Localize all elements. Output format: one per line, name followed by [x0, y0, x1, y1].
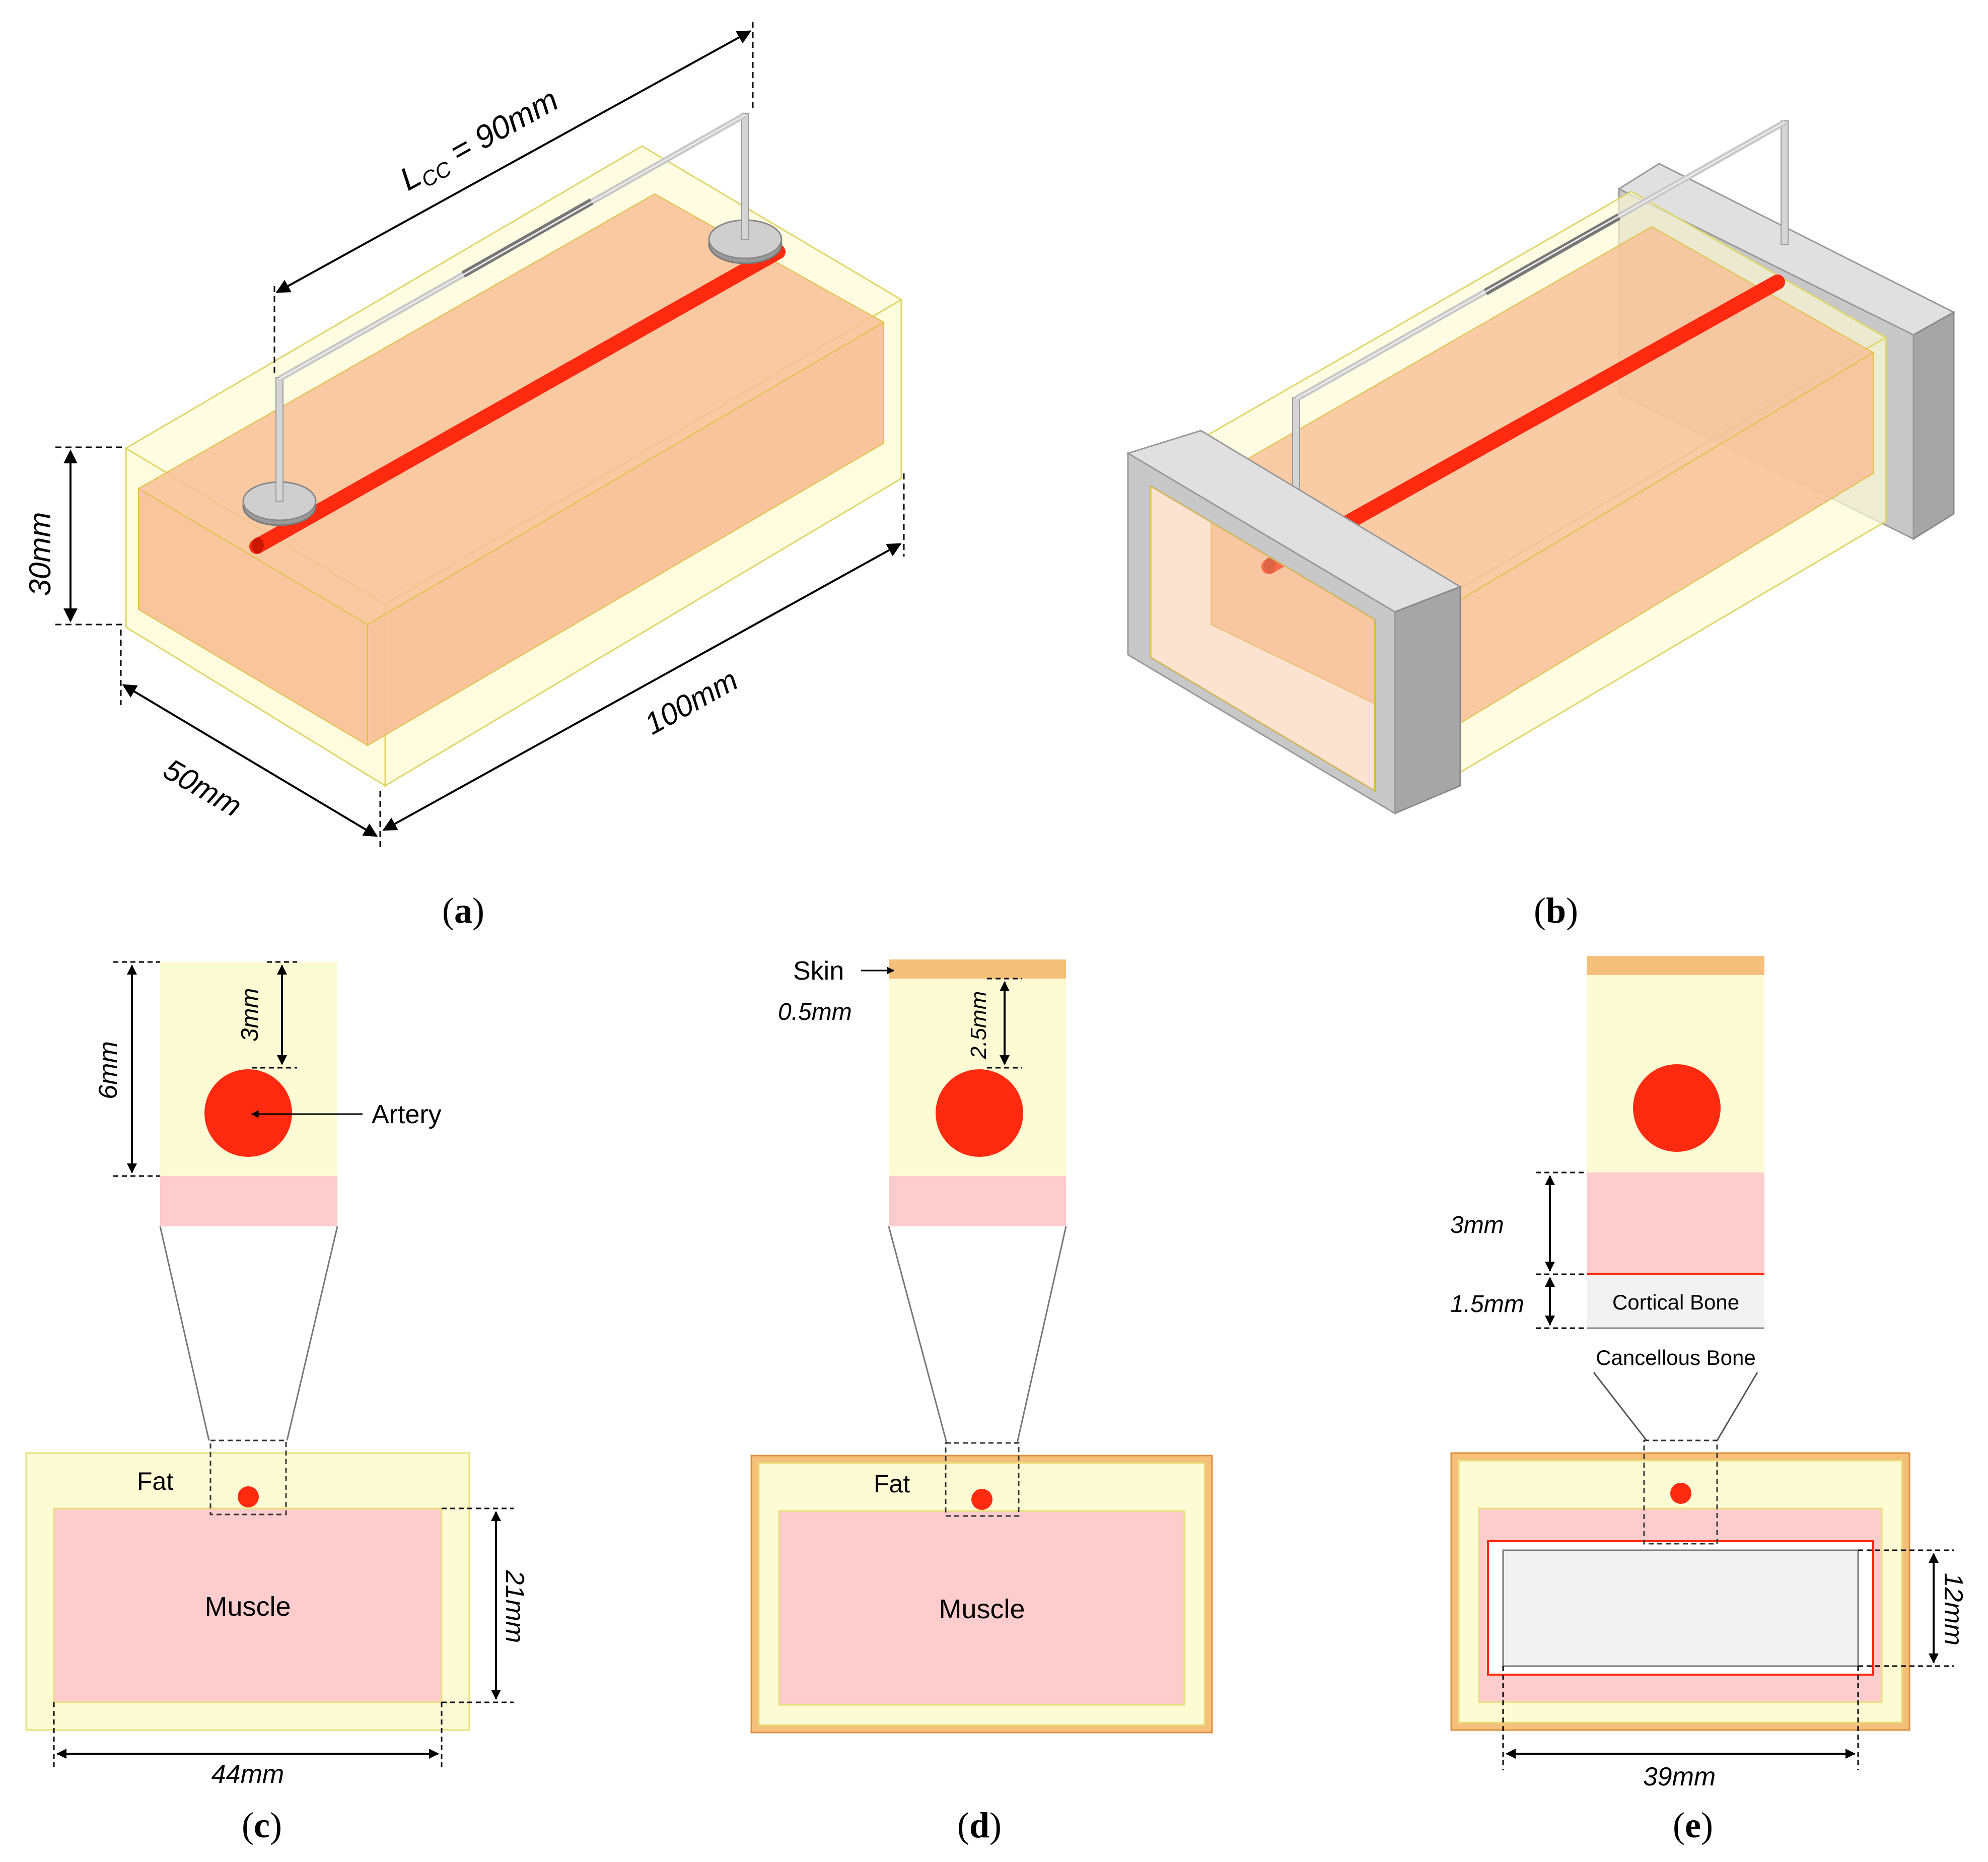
- cross-section-c: Fat Muscle: [25, 1439, 470, 1731]
- label-artery-c: Artery: [372, 1100, 442, 1129]
- dim-muscle-layer-e: 3mm: [1450, 1171, 1587, 1275]
- label-skin-d: Skin: [793, 956, 844, 986]
- dim-bone-height-e: 12mm: [1858, 1549, 1968, 1667]
- dim-muscle-width-label-c: 44mm: [211, 1760, 284, 1789]
- dim-muscle-height-label-c: 21mm: [500, 1570, 529, 1643]
- dim-muscle-layer-label-e: 3mm: [1450, 1212, 1504, 1238]
- label-muscle-d: Muscle: [939, 1594, 1025, 1624]
- label-fat-c: Fat: [137, 1467, 173, 1495]
- panel-d: Skin 0.5mm 2.5mm Fat Muscle (d): [750, 956, 1213, 1845]
- zoom-lines-c: [159, 1226, 338, 1441]
- artery-circle-d: [936, 1069, 1023, 1157]
- svg-text:LCC = 90mm: LCC = 90mm: [394, 81, 566, 200]
- label-fat-d: Fat: [874, 1470, 910, 1498]
- caption-a: (a): [442, 890, 484, 931]
- artery-tube-b: [1261, 274, 1785, 574]
- panel-b: (b): [1126, 119, 1956, 931]
- label-cortical-e: Cortical Bone: [1612, 1290, 1739, 1314]
- zoom-lines-d: [888, 1226, 1067, 1443]
- caption-e: (e): [1673, 1805, 1713, 1845]
- artery-tube: [249, 244, 786, 554]
- dim-skin-label-d: 0.5mm: [778, 999, 852, 1025]
- cross-section-d: Fat Muscle: [750, 1442, 1213, 1734]
- dim-artery-depth-label-d: 2.5mm: [966, 991, 991, 1059]
- dim-muscle-height-c: 21mm: [442, 1507, 529, 1703]
- dim-artery-depth-c: 3mm: [237, 961, 297, 1069]
- cross-section-e: [1450, 1439, 1910, 1731]
- label-cancellous-e: Cancellous Bone: [1596, 1346, 1756, 1369]
- panel-e: Cortical Bone Cancellous Bone 3mm 1.5mm: [1450, 956, 1968, 1845]
- artery-dot-c: [238, 1486, 259, 1507]
- dim-height: 30mm: [23, 446, 126, 626]
- electrode-left: [242, 377, 317, 526]
- electrode-wire-b: [1295, 119, 1786, 402]
- electrode-right-b: [1781, 120, 1789, 245]
- zoom-inset-d: [889, 959, 1066, 1226]
- bone-frame-front: [1126, 430, 1462, 815]
- zoom-box-e: [1643, 1439, 1718, 1545]
- dim-cortical-label-e: 1.5mm: [1450, 1291, 1524, 1318]
- electrode-right: [708, 113, 783, 264]
- artery-end: [252, 537, 264, 554]
- dim-length-label: 100mm: [639, 663, 743, 741]
- dim-bone-height-label-e: 12mm: [1939, 1573, 1968, 1645]
- dim-artery-depth-label-c: 3mm: [237, 988, 263, 1042]
- dim-cortical-e: 1.5mm: [1450, 1277, 1587, 1329]
- dim-muscle-width-c: 44mm: [53, 1702, 443, 1789]
- skin-callout-d: Skin 0.5mm: [778, 956, 895, 1025]
- dim-fat-thickness-c: 6mm: [94, 961, 160, 1177]
- panel-c: 6mm 3mm Artery Fat Muscle: [25, 961, 529, 1845]
- dim-fat-thickness-label-c: 6mm: [94, 1041, 123, 1099]
- panel-a: LCC = 90mm 30mm 50mm 100mm (a): [23, 20, 905, 931]
- zoom-box-d: [945, 1442, 1020, 1517]
- label-muscle-c: Muscle: [204, 1592, 291, 1622]
- dim-width-label: 50mm: [158, 752, 248, 823]
- artery-end-b: [1264, 558, 1276, 574]
- dim-bone-width-e: 39mm: [1502, 1666, 1859, 1791]
- artery-circle-c: [204, 1069, 292, 1157]
- zoom-lines-e: [1593, 1372, 1758, 1441]
- zoom-box-c: [209, 1439, 287, 1515]
- caption-b: (b): [1534, 890, 1578, 931]
- dim-height-label: 30mm: [23, 512, 57, 596]
- artery-dot-e: [1670, 1483, 1691, 1504]
- dim-artery-depth-d: 2.5mm: [966, 978, 1022, 1069]
- dim-bone-width-label-e: 39mm: [1643, 1762, 1716, 1791]
- artery-circle-e: [1633, 1064, 1721, 1152]
- caption-d: (d): [957, 1805, 1002, 1845]
- artery-dot-d: [971, 1489, 992, 1510]
- caption-c: (c): [242, 1805, 282, 1845]
- artery-callout-c: Artery: [251, 1100, 442, 1129]
- zoom-inset-c: [160, 962, 337, 1226]
- dim-lcc-value: = 90mm: [436, 81, 564, 174]
- zoom-inset-e: Cortical Bone Cancellous Bone: [1587, 956, 1764, 1369]
